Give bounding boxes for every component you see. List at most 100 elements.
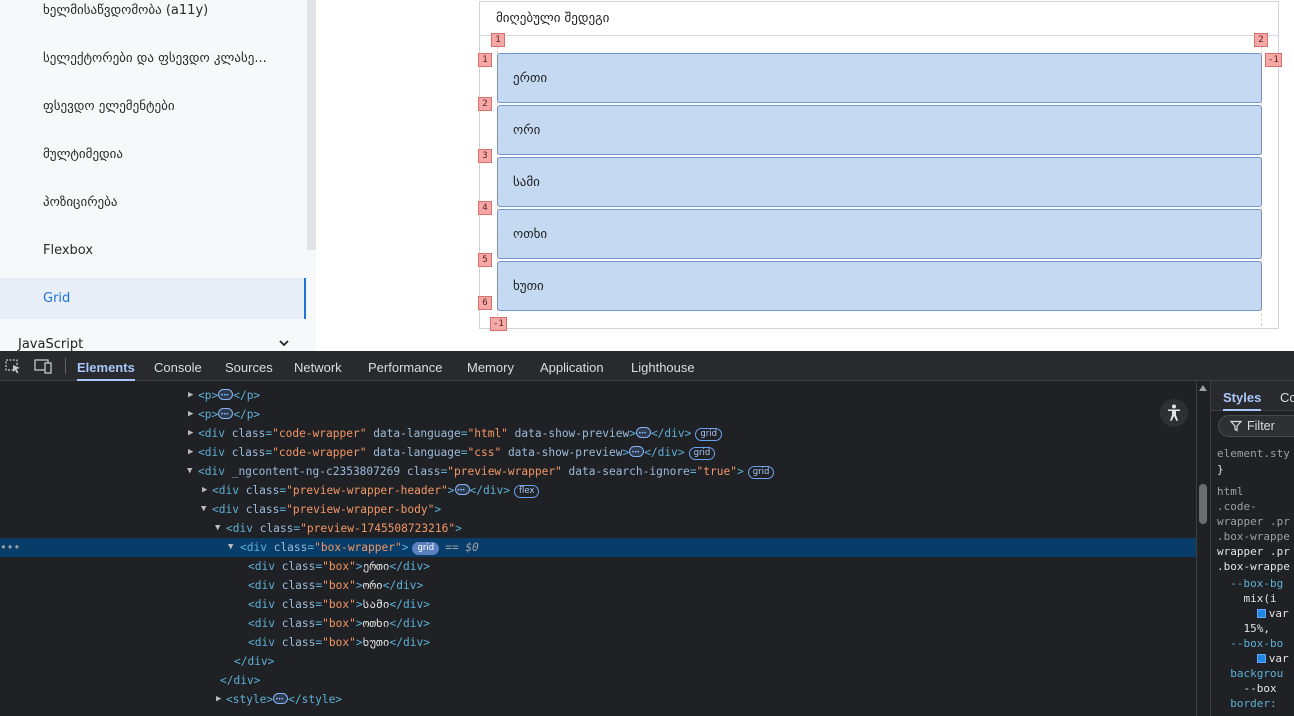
dom-node-code-wrapper-css[interactable]: ▶<div class="code-wrapper" data-language… (0, 443, 1196, 462)
styles-filter-input[interactable]: Filter (1218, 415, 1294, 437)
attr-eq: = (689, 465, 697, 478)
grid-badge[interactable]: grid (695, 428, 723, 441)
tag-end: > (355, 579, 363, 592)
style-rule-line[interactable]: } (1217, 462, 1224, 477)
scroll-up-arrow-icon[interactable] (1199, 385, 1207, 391)
sidebar-item-multimedia[interactable]: მულტიმედია (0, 134, 306, 175)
dom-node-code-wrapper-html[interactable]: ▶<div class="code-wrapper" data-language… (0, 424, 1196, 443)
style-rule-line[interactable]: html (1217, 484, 1244, 499)
style-rule-line[interactable]: element.sty (1217, 446, 1290, 461)
accessibility-tree-button[interactable] (1160, 399, 1188, 427)
expand-triangle-icon[interactable]: ▶ (202, 485, 208, 495)
dom-node-close[interactable]: </div> (0, 671, 1196, 690)
dom-node-box[interactable]: <div class="box">ორი</div> (0, 576, 1196, 595)
sidebar-item-selectors[interactable]: სელექტორები და ფსევდო კლასე... (0, 38, 306, 79)
attr-name: class (281, 579, 316, 592)
preview-header: მიღებული შედეგი (480, 2, 1278, 36)
grid-box[interactable]: სამი (497, 157, 1262, 207)
style-rule-line[interactable]: var (1217, 606, 1289, 621)
dom-node-box[interactable]: <div class="box">ოთხი</div> (0, 614, 1196, 633)
dom-node-box[interactable]: <div class="box">ხუთი</div> (0, 633, 1196, 652)
tab-lighthouse[interactable]: Lighthouse (631, 351, 695, 381)
style-rule-line[interactable]: backgrou (1217, 666, 1283, 681)
sidebar-item-pseudo-elements[interactable]: ფსევდო ელემენტები (0, 86, 306, 127)
expand-triangle-icon[interactable]: ▶ (188, 390, 194, 400)
ellipsis-icon[interactable] (218, 386, 234, 405)
collapse-triangle-icon[interactable]: ▼ (187, 466, 193, 476)
sidebar-item-a11y[interactable]: ხელმისაწვდომობა (a11y) (0, 0, 306, 31)
style-rule-line[interactable]: var (1217, 651, 1289, 666)
sidebar-scrollbar[interactable] (307, 0, 316, 250)
device-toolbar-icon[interactable] (33, 357, 53, 375)
tab-sources[interactable]: Sources (225, 351, 273, 381)
elements-scroll-thumb[interactable] (1199, 484, 1207, 524)
grid-box[interactable]: ერთი (497, 53, 1262, 103)
tab-network[interactable]: Network (294, 351, 342, 381)
expand-triangle-icon[interactable]: ▶ (188, 409, 194, 419)
tab-memory[interactable]: Memory (467, 351, 514, 381)
dom-node-p[interactable]: ▶<p></p> (0, 405, 1196, 424)
dom-node-box-wrapper-selected[interactable]: •••▼<div class="box-wrapper">grid== $0 (0, 538, 1196, 557)
sidebar-section-javascript[interactable]: JavaScript (0, 320, 306, 351)
expand-triangle-icon[interactable]: ▶ (188, 447, 194, 457)
sidebar-item-grid[interactable]: Grid (0, 278, 306, 319)
sidebar-item-label: Grid (43, 291, 71, 306)
dom-node-close[interactable]: </div> (0, 652, 1196, 671)
dom-node-preview-wrapper-body[interactable]: ▼<div class="preview-wrapper-body"> (0, 500, 1196, 519)
dom-node-preview[interactable]: ▼<div class="preview-1745508723216"> (0, 519, 1196, 538)
style-rule-text: backgrou (1217, 667, 1284, 680)
tab-elements[interactable]: Elements (77, 351, 135, 381)
color-swatch-icon[interactable] (1256, 609, 1266, 618)
dom-node-box[interactable]: <div class="box">სამი</div> (0, 595, 1196, 614)
dom-node-style[interactable]: ▶<style></style> (0, 690, 1196, 709)
style-rule-line[interactable]: .box-wrappe (1217, 559, 1290, 574)
tab-application[interactable]: Application (540, 351, 604, 381)
ellipsis-icon[interactable] (218, 405, 234, 424)
ellipsis-icon[interactable] (273, 690, 289, 709)
dom-node-preview-wrapper-header[interactable]: ▶<div class="preview-wrapper-header"></d… (0, 481, 1196, 500)
expand-triangle-icon[interactable]: ▶ (216, 694, 222, 704)
flex-badge[interactable]: flex (513, 485, 540, 498)
style-rule-line[interactable]: 15%, (1217, 621, 1270, 636)
color-swatch-icon[interactable] (1256, 654, 1266, 663)
elements-scrollbar[interactable] (1196, 381, 1210, 716)
tab-console[interactable]: Console (154, 351, 202, 381)
collapse-triangle-icon[interactable]: ▼ (228, 542, 234, 552)
ellipsis-icon[interactable] (454, 481, 470, 500)
dom-node-preview-wrapper[interactable]: ▼<div _ngcontent-ng-c2353807269 class="p… (0, 462, 1196, 481)
sidebar-item-flexbox[interactable]: Flexbox (0, 230, 306, 271)
inspect-element-icon[interactable] (3, 357, 23, 375)
style-rule-line[interactable]: wrapper .pr (1217, 544, 1290, 559)
grid-box[interactable]: ოთხი (497, 209, 1262, 259)
grid-badge[interactable]: grid (412, 542, 440, 555)
grid-box[interactable]: ორი (497, 105, 1262, 155)
collapse-triangle-icon[interactable]: ▼ (215, 523, 221, 533)
dom-node-box[interactable]: <div class="box">ერთი</div> (0, 557, 1196, 576)
tag-close: </div> (469, 484, 510, 497)
ellipsis-icon[interactable] (635, 424, 651, 443)
style-rule-line[interactable]: --box-bg (1217, 576, 1283, 591)
tab-styles[interactable]: Styles (1223, 381, 1262, 411)
grid-badge[interactable]: grid (688, 447, 716, 460)
style-rule-line[interactable]: wrapper .pr (1217, 514, 1290, 529)
expand-triangle-icon[interactable]: ▶ (188, 428, 194, 438)
collapse-triangle-icon[interactable]: ▼ (201, 504, 207, 514)
tab-performance[interactable]: Performance (368, 351, 442, 381)
style-rule-line[interactable]: .code- (1217, 499, 1257, 514)
style-rule-line[interactable]: mix(i (1217, 591, 1276, 606)
dom-node-p[interactable]: ▶<p></p> (0, 386, 1196, 405)
style-rule-line[interactable]: border: (1217, 696, 1276, 711)
style-rule-line[interactable]: --box (1217, 681, 1276, 696)
chevron-down-icon[interactable] (278, 337, 290, 349)
attr-value: "box" (322, 579, 356, 592)
attr-name: class (231, 427, 266, 440)
row-menu-icon[interactable]: ••• (0, 541, 21, 554)
sidebar-item-label: ფსევდო ელემენტები (43, 99, 175, 114)
sidebar-item-positioning[interactable]: პოზიცირება (0, 182, 306, 223)
grid-badge[interactable]: grid (747, 466, 775, 479)
style-rule-line[interactable]: .box-wrappe (1217, 529, 1290, 544)
grid-box[interactable]: ხუთი (497, 261, 1262, 311)
tab-computed[interactable]: Co (1280, 381, 1294, 411)
ellipsis-icon[interactable] (629, 443, 645, 462)
style-rule-line[interactable]: --box-bo (1217, 636, 1283, 651)
